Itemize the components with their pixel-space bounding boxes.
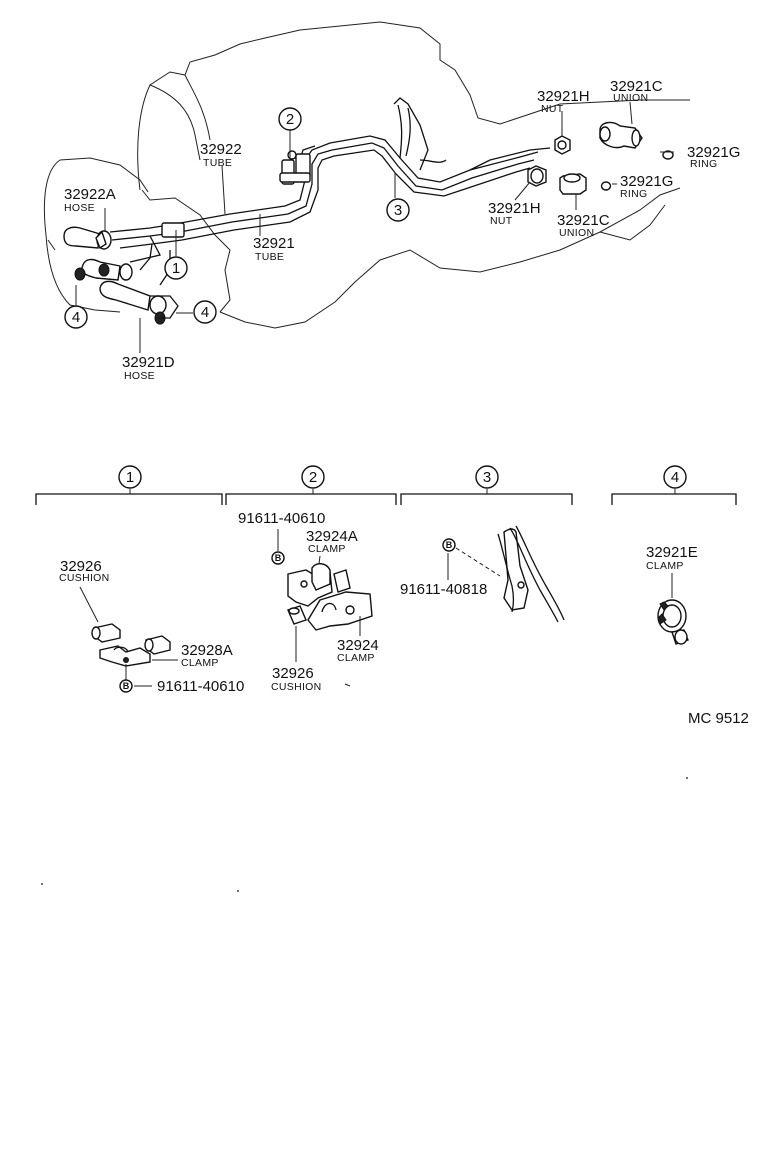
hoses [63, 226, 179, 325]
part-number: 32921G [620, 173, 673, 190]
part-number: 32926 [272, 665, 314, 682]
label-32921H-top: 32921H NUT [537, 88, 590, 115]
part-number: 32921C [610, 78, 663, 95]
label-32921H-low: 32921H NUT [488, 200, 541, 227]
part-name: TUBE [255, 251, 284, 263]
clamp-detail-main [161, 97, 429, 238]
label-32921-tube: 32921 TUBE [253, 235, 295, 263]
part-name: RING [620, 188, 647, 200]
detail-callout-1: 1 [118, 465, 142, 489]
label-32926: 32926 CUSHION [59, 558, 110, 584]
detail-2: 91611-40610 B 32924A CLAMP 32924 CLAMP [238, 510, 379, 693]
part-name: HOSE [64, 202, 95, 214]
part-number: 32922 [200, 141, 242, 158]
part-name: NUT [490, 215, 513, 227]
detail-callout-4: 4 [663, 465, 687, 489]
part-name: CLAMP [337, 652, 375, 664]
label-32921G-mid: 32921G RING [620, 173, 673, 200]
detail-callout-2: 2 [301, 465, 325, 489]
part-name: NUT [541, 103, 564, 115]
callout-2-main: 2 [278, 107, 302, 131]
label-32921E: 32921E CLAMP [646, 544, 698, 572]
detail-1: 32926 CUSHION 32928A CLAMP B 91611-40610 [59, 558, 244, 695]
diagram-reference-code: MC 9512 [688, 710, 749, 727]
part-number: 32921C [557, 212, 610, 229]
label-32924A: 32924A CLAMP [306, 528, 358, 555]
bolt-mark-d3: B [442, 538, 456, 552]
callout-4-label: 4 [72, 309, 80, 326]
brake-tubes [109, 104, 551, 286]
callout-3-main: 3 [386, 198, 410, 222]
part-name: RING [690, 158, 717, 170]
part-name: CUSHION [59, 572, 110, 584]
label-32922A: 32922A HOSE [64, 186, 116, 214]
label-32921C-top: 32921C UNION [610, 78, 663, 104]
part-name: UNION [613, 92, 648, 104]
label-32924: 32924 CLAMP [337, 637, 379, 664]
part-name: HOSE [124, 370, 155, 382]
bolt-mark-d2: B [271, 551, 285, 565]
part-number: 32921H [537, 88, 590, 105]
callout-2-label: 2 [286, 111, 294, 128]
detail-callout-3: 3 [475, 465, 499, 489]
fittings-right [527, 121, 674, 195]
detail-brackets [35, 489, 737, 505]
callout-1-label: 1 [126, 469, 134, 486]
detail-4: 32921E CLAMP [646, 544, 698, 645]
part-number: 32926 [60, 558, 102, 575]
bolt-part-number: 91611-40610 [157, 678, 244, 695]
label-32921C-low: 32921C UNION [557, 212, 610, 239]
part-number: 32924A [306, 528, 358, 545]
label-32922: 32922 TUBE [200, 141, 242, 169]
callout-4-label: 4 [671, 469, 679, 486]
leader-lines-main [75, 101, 674, 353]
part-number: 32928A [181, 642, 233, 659]
detail-3: B 91611-40818 [400, 525, 565, 623]
bolt-mark-label: B [446, 540, 453, 550]
callout-3-label: 3 [394, 202, 402, 219]
part-name: CLAMP [308, 543, 346, 555]
callout-4-main-right: 4 [193, 300, 217, 324]
part-number: 32921E [646, 544, 698, 561]
bolt-mark-label: B [275, 553, 282, 563]
label-32921D: 32921D HOSE [122, 354, 175, 382]
part-number: 32924 [337, 637, 379, 654]
callout-4-label: 4 [201, 304, 209, 321]
part-name: CLAMP [646, 560, 684, 572]
transmission-outline [43, 21, 690, 329]
bolt-part-number: 91611-40818 [400, 581, 487, 598]
part-number: 32921G [687, 144, 740, 161]
callout-3-label: 3 [483, 469, 491, 486]
callout-2-label: 2 [309, 469, 317, 486]
callout-4-main-left: 4 [64, 305, 88, 329]
part-name: CLAMP [181, 657, 219, 669]
part-number: 32921H [488, 200, 541, 217]
part-number: 32921D [122, 354, 175, 371]
callout-1-main: 1 [164, 256, 188, 280]
part-name: UNION [559, 227, 594, 239]
part-number: 32922A [64, 186, 116, 203]
callout-1-label: 1 [172, 260, 180, 277]
bolt-mark-d1: B [119, 679, 133, 693]
part-number: 32921 [253, 235, 295, 252]
label-32926-d2: 32926 CUSHION [271, 665, 322, 693]
label-32928A: 32928A CLAMP [181, 642, 233, 669]
label-32921G-top: 32921G RING [687, 144, 740, 170]
part-name: TUBE [203, 157, 232, 169]
specks [41, 777, 688, 892]
part-name: CUSHION [271, 681, 322, 693]
bolt-mark-label: B [123, 681, 130, 691]
bolt-part-number: 91611-40610 [238, 510, 325, 527]
